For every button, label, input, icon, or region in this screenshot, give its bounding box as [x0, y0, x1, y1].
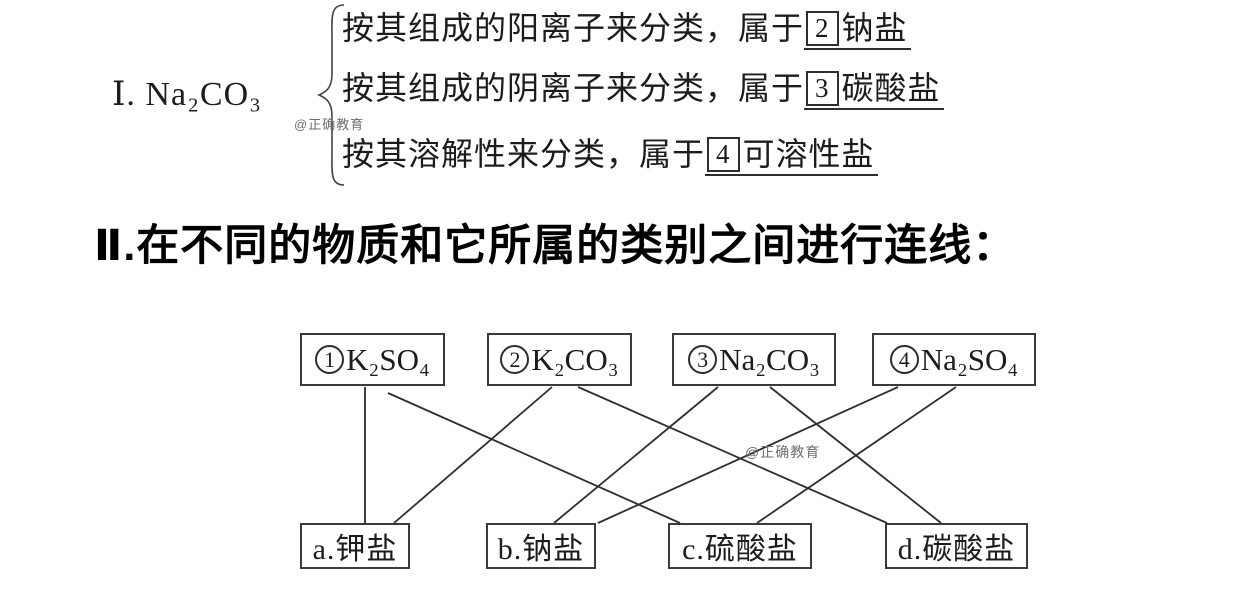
category-box-d: d.碳酸盐 — [885, 523, 1028, 569]
answer-text: 钠盐 — [841, 10, 908, 46]
category-box-c: c.硫酸盐 — [668, 523, 812, 569]
connection-line-2-a — [393, 386, 553, 524]
substance-formula-1: K₂SO₄ — [346, 341, 430, 377]
part1-item-anion-text: 按其组成的阴离子来分类，属于 — [342, 70, 805, 106]
watermark: @正确教育 — [745, 444, 821, 460]
watermark: @正确教育 — [294, 117, 365, 132]
answer-text: 碳酸盐 — [841, 70, 941, 106]
substance-formula-2: K₂CO₃ — [531, 341, 619, 377]
answer-number-box: 4 — [707, 137, 740, 172]
circled-number-1: 1 — [315, 345, 345, 374]
substance-formula-4: Na₂SO₄ — [920, 341, 1019, 377]
connection-line-1-c — [387, 392, 681, 524]
circled-number-4: 4 — [889, 345, 919, 374]
circled-number-3: 3 — [688, 345, 718, 374]
substance-formula-3: Na₂CO₃ — [719, 341, 820, 377]
part1-item-cation-text: 按其组成的阳离子来分类，属于 — [342, 10, 805, 46]
part2-heading: Ⅱ.在不同的物质和它所属的类别之间进行连线： — [94, 222, 1017, 270]
answer-number-box: 3 — [806, 71, 839, 106]
part1-substance-label: Ⅰ. Na₂CO₃ — [112, 76, 263, 113]
circled-number-2: 2 — [500, 345, 530, 374]
answer-text: 可溶性盐 — [742, 136, 875, 172]
brace-icon — [316, 4, 345, 186]
connection-line-2-d — [577, 386, 888, 524]
category-box-b: b.钠盐 — [486, 523, 596, 569]
part1-item-solubility-text: 按其溶解性来分类，属于 — [342, 136, 706, 172]
category-box-a: a.钾盐 — [300, 523, 410, 569]
connection-line-3-b — [553, 386, 719, 524]
answer-number-box: 2 — [806, 11, 839, 46]
